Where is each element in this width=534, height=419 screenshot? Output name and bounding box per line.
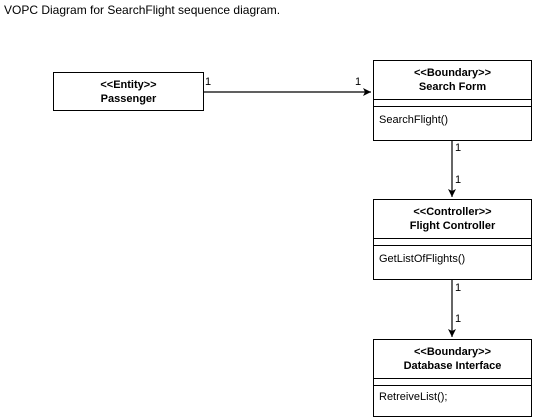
flight-controller-name: Flight Controller: [409, 220, 496, 232]
multiplicity-search-form-bottom: 1: [455, 142, 462, 154]
database-interface-attribute-divider: [374, 385, 531, 386]
search-form-attribute-divider: [374, 106, 531, 107]
multiplicity-search-form-end: 1: [355, 76, 362, 88]
database-interface-header: <<Boundary>> Database Interface: [374, 340, 531, 379]
passenger-name: Passenger: [100, 93, 157, 105]
flight-controller-attribute-divider: [374, 245, 531, 246]
multiplicity-flight-controller-bottom: 1: [455, 282, 462, 294]
database-interface-operation: RetreiveList();: [379, 391, 448, 403]
database-interface-class[interactable]: <<Boundary>> Database Interface Retreive…: [373, 339, 532, 417]
flight-controller-operation: GetListOfFlights(): [379, 253, 466, 265]
search-form-stereotype: <<Boundary>>: [413, 67, 492, 79]
flight-controller-class[interactable]: <<Controller>> Flight Controller GetList…: [373, 199, 532, 280]
search-form-header: <<Boundary>> Search Form: [374, 61, 531, 100]
multiplicity-database-interface-top: 1: [455, 313, 462, 325]
passenger-entity[interactable]: <<Entity>> Passenger: [53, 72, 204, 111]
flight-controller-stereotype: <<Controller>>: [413, 206, 492, 218]
search-form-class[interactable]: <<Boundary>> Search Form SearchFlight(): [373, 60, 532, 141]
flight-controller-header: <<Controller>> Flight Controller: [374, 200, 531, 239]
search-form-operation: SearchFlight(): [379, 114, 449, 126]
database-interface-stereotype: <<Boundary>>: [413, 346, 492, 358]
diagram-caption: VOPC Diagram for SearchFlight sequence d…: [4, 3, 281, 17]
search-form-name: Search Form: [418, 81, 487, 93]
passenger-stereotype: <<Entity>>: [100, 79, 157, 91]
multiplicity-passenger-end: 1: [205, 76, 212, 88]
multiplicity-flight-controller-top: 1: [455, 174, 462, 186]
database-interface-name: Database Interface: [403, 360, 502, 372]
